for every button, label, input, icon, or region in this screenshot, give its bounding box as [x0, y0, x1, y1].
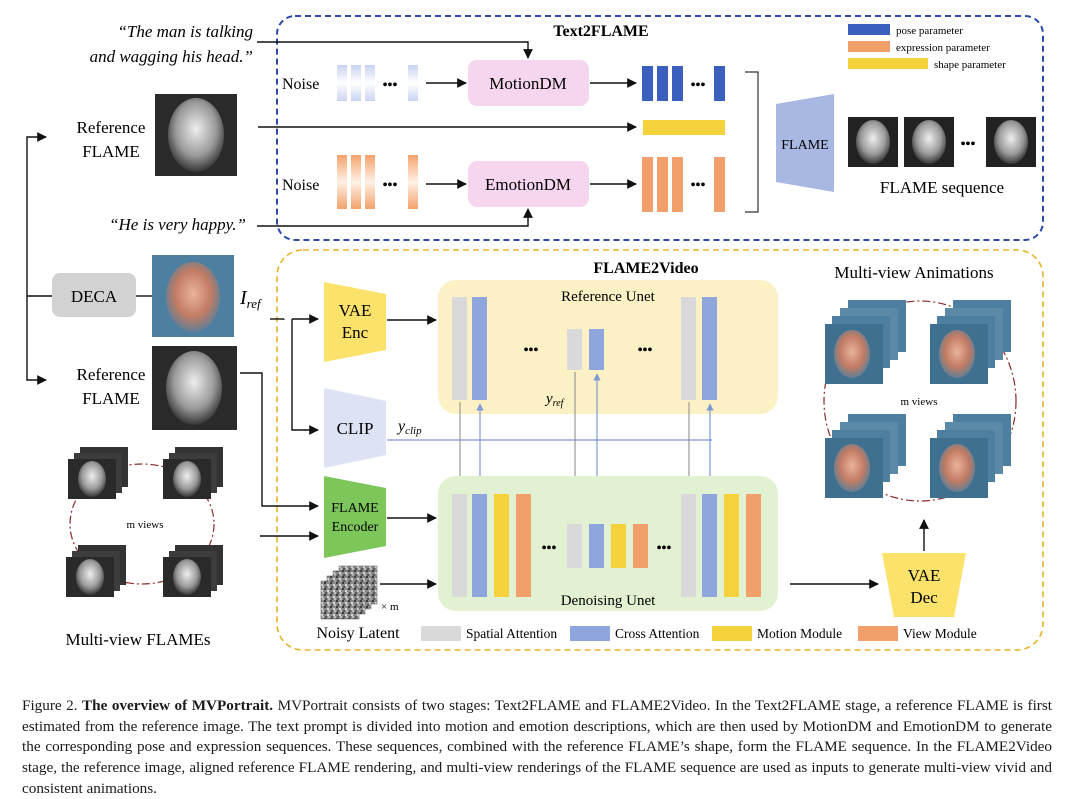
times-m-label: × m — [381, 601, 399, 613]
i-ref-label: Iref — [239, 287, 263, 311]
emotion-prompt: “He is very happy.” — [109, 215, 246, 234]
reference-flame-bottom-line2: FLAME — [82, 389, 140, 408]
noise-bars-emotion — [337, 155, 418, 209]
multiview-flames-group: m views — [66, 447, 223, 597]
animation-stack-4 — [930, 414, 1011, 498]
caption-label: Figure 2. — [22, 697, 78, 715]
caption-text: MVPortrait consists of two stages: Text2… — [22, 697, 1052, 797]
legend-label-shape: shape parameter — [934, 59, 1006, 71]
legend-label-pose: pose parameter — [896, 25, 963, 37]
motion-prompt-line1: “The man is talking — [117, 22, 253, 41]
motion-prompt-line2: and wagging his head.” — [90, 47, 253, 66]
denoising-unet-layers — [452, 494, 761, 597]
flame-stack-4 — [163, 545, 223, 597]
flame-stack-1 — [68, 447, 128, 499]
pose-ellipsis: ••• — [691, 78, 706, 93]
reference-unet-ellipsis-1: ••• — [524, 343, 539, 358]
parameter-legend: pose parameter expression parameter shap… — [848, 24, 1006, 71]
flame-encoder-block — [324, 476, 386, 558]
legend-swatch-shape — [848, 58, 928, 69]
flame-encoder-label-2: Encoder — [332, 520, 379, 535]
legend-label-expression: expression parameter — [896, 42, 990, 54]
legend-label-motion: Motion Module — [757, 626, 842, 641]
flame-stack-2 — [163, 447, 223, 499]
vae-decoder-label-1: VAE — [908, 566, 941, 585]
animation-stack-1 — [825, 300, 906, 384]
deca-label: DECA — [71, 287, 118, 306]
flame-stack-3 — [66, 545, 126, 597]
denoising-unet-ellipsis-1: ••• — [542, 541, 557, 556]
legend-swatch-expression — [848, 41, 890, 52]
emotiondm-label: EmotionDM — [485, 175, 571, 194]
y-clip-label: yclip — [396, 418, 422, 437]
shape-parameter-bar — [643, 120, 725, 135]
pose-sequence — [642, 66, 725, 101]
flame2video-title: FLAME2Video — [593, 260, 698, 277]
reference-flame-top-line2: FLAME — [82, 142, 140, 161]
legend-label-spatial: Spatial Attention — [466, 626, 557, 641]
left-inputs: Reference FLAME DECA Iref Reference FLAM… — [26, 94, 263, 649]
expression-ellipsis: ••• — [691, 178, 706, 193]
legend-swatch-motion — [712, 626, 752, 641]
flame-model-label: FLAME — [781, 138, 828, 153]
deca-block — [52, 273, 136, 317]
legend-label-view: View Module — [903, 626, 977, 641]
noise-ellipsis-motion: ••• — [383, 78, 398, 93]
denoising-unet-label: Denoising Unet — [561, 593, 656, 609]
architecture-diagram: Text2FLAME pose parameter expression par… — [26, 15, 1044, 651]
multiview-flames-m-views: m views — [127, 519, 164, 531]
flame-sequence-ellipsis: ••• — [961, 137, 976, 152]
text2flame-title: Text2FLAME — [553, 23, 648, 40]
flame2video-border — [276, 249, 1044, 651]
multiview-animations-label: Multi-view Animations — [834, 263, 993, 282]
emotiondm-block — [468, 161, 589, 207]
reference-flame-bottom-line1: Reference — [77, 365, 146, 384]
module-legend: Spatial Attention Cross Attention Motion… — [421, 626, 977, 641]
expression-sequence — [642, 157, 725, 212]
clip-label: CLIP — [337, 419, 374, 438]
noisy-latent-label: Noisy Latent — [316, 625, 400, 642]
text2flame-stage: Text2FLAME pose parameter expression par… — [90, 15, 1044, 241]
flame-encoder-label-1: FLAME — [331, 501, 378, 516]
vae-decoder-label-2: Dec — [910, 588, 938, 607]
noise-bars-motion — [337, 65, 418, 101]
vae-decoder-block — [882, 553, 966, 617]
reference-unet-ellipsis-2: ••• — [638, 343, 653, 358]
caption-bold: The overview of MVPortrait. — [82, 697, 274, 715]
vae-encoder-label-1: VAE — [339, 301, 372, 320]
noise-ellipsis-emotion: ••• — [383, 178, 398, 193]
flame-sequence-label: FLAME sequence — [880, 178, 1004, 197]
reference-unet-label: Reference Unet — [561, 289, 656, 305]
figure-caption: Figure 2. The overview of MVPortrait. MV… — [22, 696, 1052, 799]
reference-flame-top-line1: Reference — [77, 118, 146, 137]
legend-swatch-spatial — [421, 626, 461, 641]
legend-swatch-pose — [848, 24, 890, 35]
multiview-flames-label: Multi-view FLAMEs — [66, 630, 211, 649]
sequence-bracket — [745, 71, 759, 213]
motiondm-block — [468, 60, 589, 106]
denoising-unet-ellipsis-2: ••• — [657, 541, 672, 556]
flame-sequence-renders — [848, 117, 1036, 167]
legend-label-cross: Cross Attention — [615, 626, 700, 641]
legend-swatch-cross — [570, 626, 610, 641]
flame-model-block — [776, 94, 834, 192]
multiview-animations-m-views: m views — [901, 396, 938, 408]
noise-label-motion: Noise — [282, 76, 319, 93]
animation-stack-2 — [930, 300, 1011, 384]
y-ref-label: yref — [544, 391, 565, 409]
multiview-animations-group: m views — [823, 300, 1017, 502]
vae-encoder-label-2: Enc — [342, 323, 369, 342]
motiondm-label: MotionDM — [489, 74, 566, 93]
noisy-latent-stack — [320, 565, 378, 620]
animation-stack-3 — [825, 414, 906, 498]
noise-label-emotion: Noise — [282, 177, 319, 194]
text2flame-border — [276, 15, 1044, 241]
vae-encoder-block — [324, 282, 386, 362]
legend-swatch-view — [858, 626, 898, 641]
flame2video-stage: FLAME2Video VAE Enc CLIP yclip FLAME Enc… — [240, 249, 1044, 651]
clip-block — [324, 388, 386, 468]
reference-unet-layers — [452, 297, 717, 400]
